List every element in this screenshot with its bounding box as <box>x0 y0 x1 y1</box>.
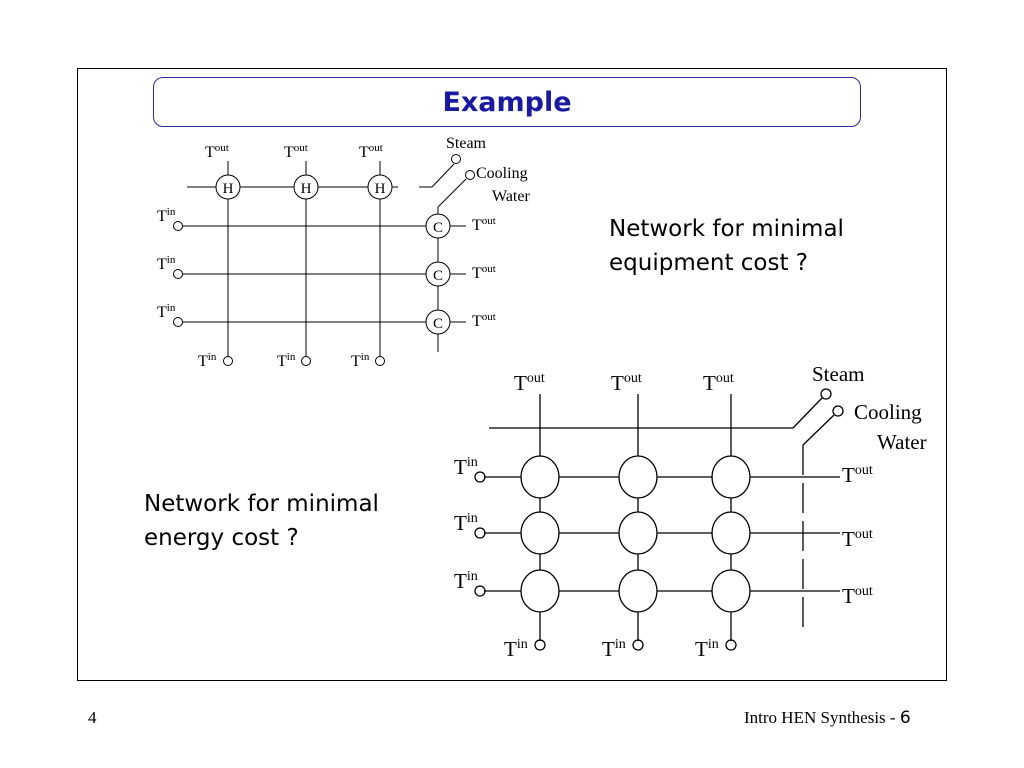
network-minimal-equipment <box>173 154 475 366</box>
footer-caption: Intro HEN Synthesis - 6 <box>744 708 911 728</box>
cooling-water-node <box>465 170 475 180</box>
exchanger-unit <box>618 569 658 613</box>
note-line: equipment cost ? <box>609 250 809 276</box>
inlet-node <box>474 527 486 539</box>
exchanger-unit <box>618 455 658 499</box>
heater-unit <box>367 174 393 200</box>
inlet-node <box>725 639 737 651</box>
water-label: Water <box>492 188 530 205</box>
heater-label: H <box>375 181 386 197</box>
footer-caption-number: 6 <box>899 708 911 728</box>
exchanger-unit <box>520 455 560 499</box>
network-minimal-equipment-labels: H H H C C C Tout Tout Tout Steam Cooling… <box>157 135 530 370</box>
exchanger-unit <box>711 569 751 613</box>
steam-connector <box>431 163 455 188</box>
t-in-label: Tin <box>454 569 478 593</box>
t-out-label: Tout <box>611 371 642 395</box>
note-line: energy cost ? <box>144 525 299 551</box>
note-minimal-energy: Network for minimal energy cost ? <box>144 487 379 555</box>
inlet-node <box>301 356 311 366</box>
cooler-unit <box>425 261 451 287</box>
t-out-label: Tout <box>472 215 496 234</box>
exchanger-unit <box>520 569 560 613</box>
heater-unit <box>215 174 241 200</box>
exchanger-unit <box>520 511 560 555</box>
slide-frame <box>77 68 947 681</box>
t-in-label: Tin <box>157 254 176 273</box>
page-number: 4 <box>88 708 97 727</box>
exchanger-unit <box>618 511 658 555</box>
t-out-label: Tout <box>472 311 496 330</box>
inlet-node <box>375 356 385 366</box>
cooling-water-connector <box>437 178 467 208</box>
t-in-label: Tin <box>602 637 626 661</box>
heater-label: H <box>223 181 234 197</box>
note-line: Network for minimal <box>609 216 844 242</box>
title-box: Example <box>153 77 861 127</box>
inlet-node <box>173 269 183 279</box>
note-line: Network for minimal <box>144 491 379 517</box>
inlet-node <box>173 317 183 327</box>
t-in-label: Tin <box>454 511 478 535</box>
cooling-label: Cooling <box>854 400 922 424</box>
network-minimal-energy <box>474 388 844 651</box>
inlet-node <box>632 639 644 651</box>
steam-connector <box>792 397 823 429</box>
t-in-label: Tin <box>277 351 296 370</box>
steam-node <box>820 388 832 400</box>
t-in-label: Tin <box>504 637 528 661</box>
t-out-label: Tout <box>205 142 229 161</box>
cooler-unit <box>425 309 451 335</box>
t-out-label: Tout <box>703 371 734 395</box>
t-in-label: Tin <box>695 637 719 661</box>
cooler-label: C <box>433 220 443 236</box>
cooling-water-connector <box>802 414 835 446</box>
footer-caption-text: Intro HEN Synthesis - <box>744 708 900 727</box>
exchanger-unit <box>711 455 751 499</box>
t-out-label: Tout <box>842 584 873 608</box>
cooler-label: C <box>433 268 443 284</box>
steam-label: Steam <box>446 135 487 152</box>
note-minimal-equipment: Network for minimal equipment cost ? <box>609 212 844 280</box>
steam-label: Steam <box>812 362 865 386</box>
inlet-node <box>534 639 546 651</box>
steam-node <box>451 154 461 164</box>
t-out-label: Tout <box>514 371 545 395</box>
exchanger-unit <box>711 511 751 555</box>
t-in-label: Tin <box>157 302 176 321</box>
slide-title: Example <box>442 86 572 118</box>
t-in-label: Tin <box>454 455 478 479</box>
t-out-label: Tout <box>842 527 873 551</box>
heater-unit <box>293 174 319 200</box>
t-in-label: Tin <box>157 206 176 225</box>
inlet-node <box>474 471 486 483</box>
cooling-water-node <box>832 405 844 417</box>
heater-label: H <box>301 181 312 197</box>
inlet-node <box>223 356 233 366</box>
cooler-unit <box>425 213 451 239</box>
water-label: Water <box>877 430 927 454</box>
t-out-label: Tout <box>842 463 873 487</box>
t-out-label: Tout <box>472 263 496 282</box>
cooling-label: Cooling <box>476 165 528 182</box>
inlet-node <box>474 585 486 597</box>
t-in-label: Tin <box>351 351 370 370</box>
network-minimal-energy-labels: Tout Tout Tout Steam Cooling Water Tin T… <box>454 362 927 661</box>
t-in-label: Tin <box>198 351 217 370</box>
cooler-label: C <box>433 316 443 332</box>
t-out-label: Tout <box>359 142 383 161</box>
inlet-node <box>173 221 183 231</box>
t-out-label: Tout <box>284 142 308 161</box>
